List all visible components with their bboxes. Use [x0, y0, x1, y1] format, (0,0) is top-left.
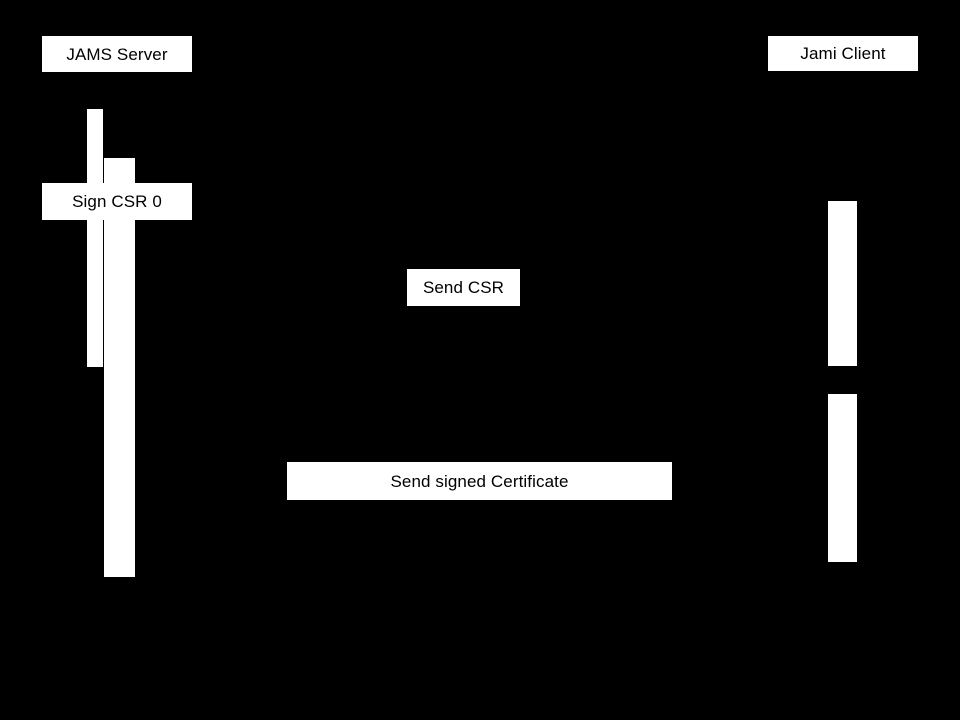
message-label-send-csr-text: Send CSR — [422, 278, 505, 297]
activation-client-first[interactable] — [827, 200, 858, 367]
message-label-sign-csr-0[interactable]: Sign CSR 0 — [42, 183, 192, 220]
arrow-send-signed-certificate — [136, 500, 827, 501]
participant-jami-client-label: Jami Client — [800, 44, 886, 63]
activation-server-outer[interactable] — [86, 108, 104, 368]
participant-jams-server[interactable]: JAMS Server — [42, 36, 192, 72]
activation-server-nested[interactable] — [103, 157, 136, 578]
lifeline-jami-client — [843, 71, 844, 681]
participant-jami-client[interactable]: Jami Client — [768, 36, 918, 71]
message-label-send-csr[interactable]: Send CSR — [407, 269, 520, 306]
message-label-sign-csr-0-text: Sign CSR 0 — [72, 192, 162, 211]
arrow-send-csr — [463, 306, 827, 307]
message-label-send-signed-certificate-text: Send signed Certificate — [390, 471, 569, 491]
activation-client-second[interactable] — [827, 393, 858, 563]
participant-jams-server-label: JAMS Server — [66, 44, 168, 64]
message-label-send-signed-certificate[interactable]: Send signed Certificate — [287, 462, 672, 500]
